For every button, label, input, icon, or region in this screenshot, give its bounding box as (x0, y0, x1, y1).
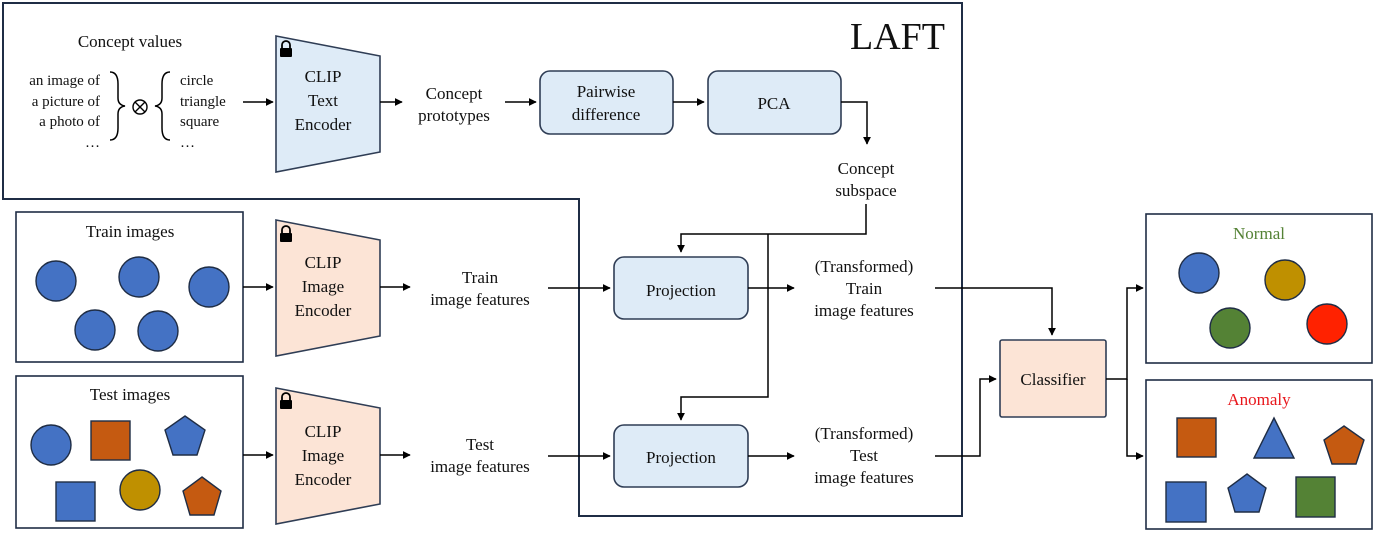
normal-circle (1306, 303, 1348, 345)
projection-train-label: Projection (646, 281, 716, 300)
pairwise-difference-label: difference (572, 105, 641, 124)
test-pentagon (164, 415, 206, 456)
test-features-label: Test (466, 435, 494, 454)
projection-test-label: Projection (646, 448, 716, 467)
transformed-test-label: image features (814, 468, 914, 487)
clip-image-encoder-train (275, 219, 381, 357)
train-circle (118, 256, 160, 298)
test-square (55, 481, 96, 522)
anomaly-pentagon (1323, 425, 1365, 465)
anomaly-square (1165, 481, 1207, 523)
anomaly-pentagon (1227, 473, 1267, 513)
left-brace (154, 71, 171, 141)
normal-circle (1264, 259, 1306, 301)
normal-title: Normal (1233, 224, 1285, 243)
train-circle (188, 266, 230, 308)
anomaly-triangle (1252, 416, 1296, 459)
clip-image-encoder-test-label: Encoder (295, 470, 352, 489)
anomaly-square (1295, 476, 1336, 518)
classifier-label: Classifier (1020, 370, 1085, 389)
anomaly-square (1176, 417, 1217, 458)
clip-image-encoder-train-label: CLIP (305, 253, 342, 272)
clip-text-encoder-label: Text (308, 91, 338, 110)
transformed-train-label: image features (814, 301, 914, 320)
concept-prototypes-label: prototypes (418, 106, 490, 125)
concept-prototypes-label: Concept (426, 84, 483, 103)
train-circle (74, 309, 116, 351)
test-circle (119, 469, 161, 511)
test-images-title: Test images (90, 385, 170, 404)
shape-item: square (180, 114, 219, 130)
shape-item: triangle (180, 94, 226, 110)
tensor-product-icon (132, 99, 148, 115)
concept-subspace-label: subspace (835, 181, 896, 200)
transformed-test-label: (Transformed) (815, 424, 914, 443)
laft-title: LAFT (850, 16, 945, 58)
clip-text-encoder (275, 35, 381, 173)
train-features-label: image features (430, 290, 530, 309)
pca-label: PCA (757, 94, 791, 113)
template-item: … (85, 135, 100, 151)
concept-subspace-label: Concept (838, 159, 895, 178)
transformed-train-label: (Transformed) (815, 257, 914, 276)
test-pentagon (182, 476, 222, 516)
template-item: a photo of (39, 114, 100, 130)
template-item: an image of (29, 73, 100, 89)
shape-item: circle (180, 73, 214, 89)
train-features-label: Train (462, 268, 499, 287)
test-circle (30, 424, 72, 466)
pairwise-difference-box (539, 70, 674, 135)
clip-image-encoder-train-label: Encoder (295, 301, 352, 320)
template-item: a picture of (32, 94, 100, 110)
normal-circle (1209, 307, 1251, 349)
test-features-label: image features (430, 457, 530, 476)
transformed-test-label: Test (850, 446, 878, 465)
transformed-train-label: Train (846, 279, 883, 298)
clip-image-encoder-test-label: CLIP (305, 422, 342, 441)
train-circle (35, 260, 77, 302)
clip-image-encoder-test (275, 387, 381, 525)
normal-circle (1178, 252, 1220, 294)
train-circle (137, 310, 179, 352)
shape-item: … (180, 135, 195, 151)
clip-text-encoder-label: CLIP (305, 67, 342, 86)
clip-image-encoder-test-label: Image (302, 446, 344, 465)
clip-image-encoder-train-label: Image (302, 277, 344, 296)
train-images-title: Train images (86, 222, 175, 241)
test-square (90, 420, 131, 461)
concept-values-title: Concept values (78, 32, 182, 51)
pairwise-difference-label: Pairwise (577, 82, 636, 101)
anomaly-title: Anomaly (1227, 390, 1291, 409)
right-brace (109, 71, 126, 141)
clip-text-encoder-label: Encoder (295, 115, 352, 134)
